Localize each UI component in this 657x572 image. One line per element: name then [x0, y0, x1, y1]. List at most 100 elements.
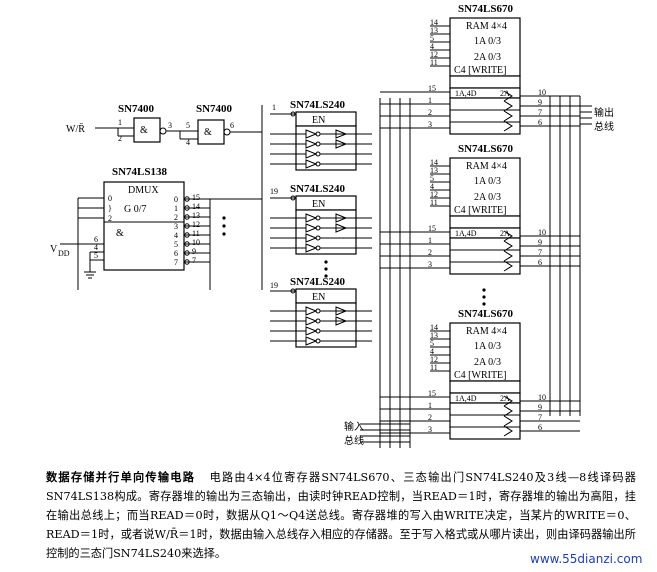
buffer-en-2: EN [312, 199, 325, 210]
svg-text:6: 6 [230, 121, 234, 130]
ram-addr2: 2A [500, 229, 510, 238]
ram-out-pin: 10 [538, 228, 546, 237]
ram-name: SN74LS670 [458, 3, 514, 15]
ram-pin: 12 [430, 50, 438, 59]
ram-addr2: 2A [500, 394, 510, 403]
decoder-title: DMUX [128, 185, 159, 196]
output-bus-label-2: 总线 [594, 120, 614, 133]
caption: 数据存储并行单向传输电路 电路由4×4位寄存器SN74LS670、三态输出门SN… [46, 468, 636, 563]
ram-pin: 14 [430, 323, 438, 332]
ram-data-pin: 15 [428, 84, 436, 93]
ram-out-pin: 6 [538, 118, 542, 127]
svg-text:3: 3 [168, 121, 172, 130]
decoder-out-pin: 12 [192, 220, 200, 229]
buffer-en-3: EN [312, 292, 325, 303]
vdd-subscript: DD [58, 249, 70, 258]
ram-out-pin: 7 [538, 248, 542, 257]
ram-pin: 5 [430, 339, 434, 348]
svg-text:6: 6 [94, 235, 98, 244]
buffer-name-1: SN74LS240 [290, 99, 346, 111]
ram-out-pin: 6 [538, 423, 542, 432]
ram-data-pin: 1 [428, 401, 432, 410]
ram-out-pin: 7 [538, 413, 542, 422]
decoder-out-label: 3 [174, 222, 178, 231]
ram-name: SN74LS670 [458, 143, 514, 155]
ellipsis-dots [222, 216, 486, 306]
ram-a1: 1A 0/3 [474, 36, 501, 47]
buffer-name-2: SN74LS240 [290, 183, 346, 195]
ram-data-pin: 15 [428, 224, 436, 233]
ram-out-pin: 10 [538, 393, 546, 402]
caption-title: 数据存储并行单向传输电路 [46, 470, 196, 484]
watermark: www.55dianzi.com [530, 552, 643, 566]
ram-a2: 2A 0/3 [474, 357, 501, 368]
ram-a2: 2A 0/3 [474, 192, 501, 203]
decoder-func: G 0/7 [124, 204, 147, 215]
ram-pin: 11 [430, 363, 438, 372]
ram-data-pin: 2 [428, 248, 432, 257]
ram-a2: 2A 0/3 [474, 52, 501, 63]
buffer-block-3: SN74LS240 EN 19 [270, 276, 372, 348]
svg-text:5: 5 [186, 121, 190, 130]
decoder-out-pin: 14 [192, 202, 200, 211]
wr-label: W/R̄ [66, 123, 85, 135]
ram-pin: 4 [430, 182, 434, 191]
ram-addr2: 2A [500, 89, 510, 98]
ram-pin: 5 [430, 174, 434, 183]
nand-a-name: SN7400 [118, 103, 155, 115]
ram-data-pin: 3 [428, 260, 432, 269]
ram-pin: 12 [430, 190, 438, 199]
decoder-out-pin: 7 [192, 256, 196, 265]
ram-pin: 14 [430, 158, 438, 167]
input-bus-label-2: 总线 [344, 434, 364, 447]
caption-body: 电路由4×4位寄存器SN74LS670、三态输出门SN74LS240及3线—8线… [46, 471, 636, 560]
decoder-out-label: 0 [174, 195, 178, 204]
nand-a-sym: & [140, 125, 148, 136]
decoder-out-label: 2 [174, 213, 178, 222]
ram-addr1: 1A,4D [455, 89, 477, 98]
nand-gate-a [133, 117, 161, 143]
ram-pin: 11 [430, 198, 438, 207]
ram-pin: 4 [430, 42, 434, 51]
ram-pin: 13 [430, 166, 438, 175]
ram-data-pin: 1 [428, 236, 432, 245]
ram-data-pin: 3 [428, 425, 432, 434]
buffer-pin-en-1: 1 [272, 103, 276, 112]
input-bus-label-1: 输入 [344, 420, 364, 433]
ram-addr1: 1A,4D [455, 394, 477, 403]
decoder-out-pin: 9 [192, 247, 196, 256]
ram-out-pin: 7 [538, 108, 542, 117]
buffer-block-2: SN74LS240 EN 19 [270, 183, 372, 255]
decoder-out-label: 4 [174, 231, 178, 240]
ram-name: SN74LS670 [458, 308, 514, 320]
vdd-label: V [50, 244, 58, 255]
svg-text:4: 4 [94, 243, 98, 252]
ram-a1: 1A 0/3 [474, 341, 501, 352]
ram-type: RAM 4×4 [466, 326, 507, 337]
output-bus-label-1: 输出 [594, 106, 614, 119]
ram-pin: 4 [430, 347, 434, 356]
ram-c4: C4 [WRITE] [454, 205, 507, 216]
ram-pin: 13 [430, 331, 438, 340]
buffer-name-3: SN74LS240 [290, 276, 346, 288]
svg-text:2: 2 [118, 134, 122, 143]
ram-out-pin: 10 [538, 88, 546, 97]
decoder-sym: & [116, 228, 124, 239]
ram-c4: C4 [WRITE] [454, 65, 507, 76]
ram-data-pin: 3 [428, 120, 432, 129]
ram-data-pin: 2 [428, 413, 432, 422]
ram-pin: 12 [430, 355, 438, 364]
svg-text:0: 0 [108, 194, 112, 203]
nand-b-name: SN7400 [196, 103, 233, 115]
ram-data-pin: 15 [428, 389, 436, 398]
decoder-out-pin: 10 [192, 238, 200, 247]
decoder-block [103, 181, 185, 271]
ram-pin: 5 [430, 34, 434, 43]
ram-out-pin: 6 [538, 258, 542, 267]
ram-out-pin: 9 [538, 238, 542, 247]
decoder-out-pin: 11 [192, 229, 200, 238]
